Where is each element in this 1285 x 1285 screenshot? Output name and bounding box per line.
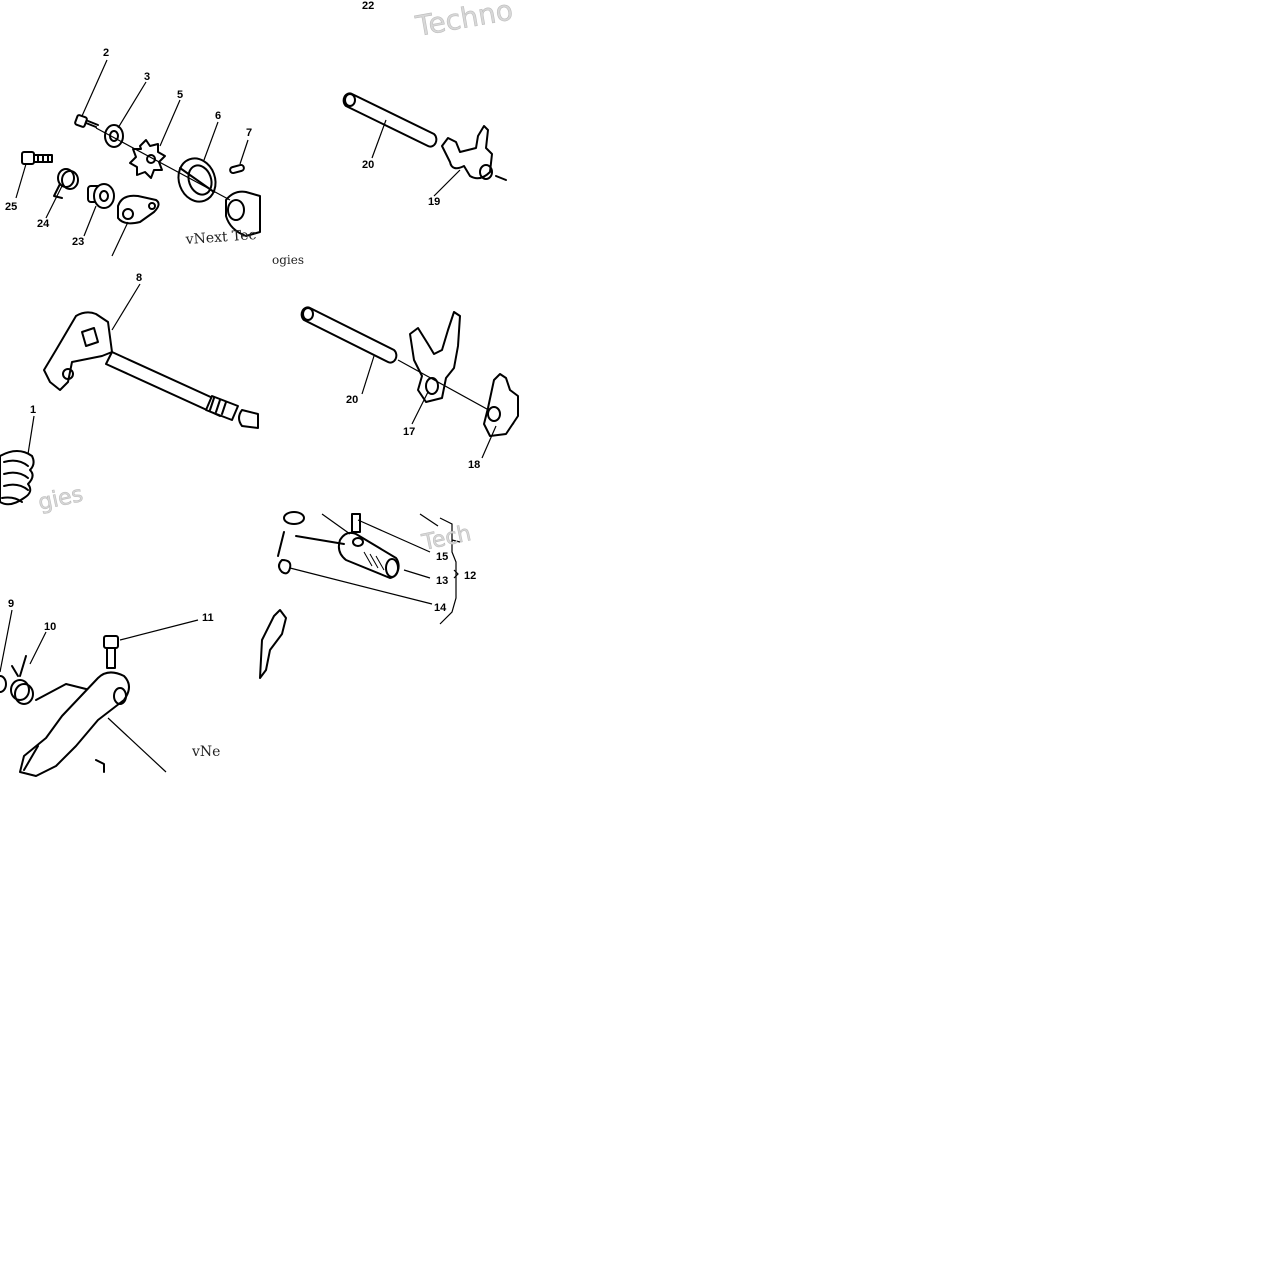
- part-shift-lever: [19, 671, 130, 777]
- part-shift-fork-17: [409, 311, 461, 403]
- part-bushing-13: [337, 531, 400, 579]
- watermark-vnext-bottom: vNe: [191, 744, 220, 760]
- callout-25: 25: [5, 201, 17, 213]
- panel-shift-shaft: [0, 283, 259, 506]
- callout-5: 5: [177, 89, 183, 101]
- callout-17: 17: [403, 426, 415, 438]
- callout-6: 6: [215, 110, 221, 122]
- callout-9: 9: [8, 598, 14, 610]
- callout-12: 12: [464, 570, 476, 582]
- callout-20-top: 20: [362, 159, 374, 171]
- part-star-plate-5: [129, 139, 166, 179]
- callout-22: 22: [362, 0, 374, 12]
- part-rubber-boot-1: [0, 450, 35, 506]
- callout-8: 8: [136, 272, 142, 284]
- part-clip-14: [278, 559, 292, 575]
- part-fork-partial-bottom: [259, 609, 287, 679]
- callout-19: 19: [428, 196, 440, 208]
- part-washer-3: [104, 124, 124, 148]
- part-shift-fork-19: [441, 125, 507, 181]
- watermark-ogies-top: ogies: [272, 253, 304, 267]
- panel-shift-drum-end: [15, 59, 261, 257]
- callout-15: 15: [436, 551, 448, 563]
- callout-10: 10: [44, 621, 56, 633]
- part-shift-fork-18: [483, 373, 519, 437]
- part-guide-bar-20-middle: [300, 306, 398, 364]
- watermark-vnext-top: vNext Tec: [184, 227, 257, 248]
- callout-14: 14: [434, 602, 447, 614]
- part-screw-2: [74, 114, 99, 128]
- panel-forks-17-18: [300, 306, 519, 459]
- callout-24: 24: [37, 218, 50, 230]
- watermark-techno: Techno: [413, 0, 516, 43]
- callout-23: 23: [72, 236, 84, 248]
- callout-13: 13: [436, 575, 448, 587]
- part-pin-7: [229, 163, 245, 175]
- part-guide-bar-20-top: [342, 92, 438, 148]
- panel-assembly-12: [259, 511, 461, 679]
- callout-18: 18: [468, 459, 480, 471]
- callout-2: 2: [103, 47, 109, 59]
- part-bolt-25: [21, 151, 53, 165]
- part-bearing-6: [177, 157, 217, 203]
- panel-fork-19: [342, 92, 507, 197]
- part-collar-shaft-end: [238, 409, 259, 429]
- part-shift-shaft-8: [43, 311, 239, 421]
- part-lever-plate: [117, 194, 160, 225]
- callout-7: 7: [246, 127, 252, 139]
- part-spring-24: [53, 168, 79, 199]
- callout-1: 1: [30, 404, 36, 416]
- part-spring-10: [10, 655, 34, 705]
- part-bolt-11: [103, 635, 119, 669]
- watermark-gies-middle: gies: [36, 482, 85, 516]
- part-spring-9: [0, 675, 7, 693]
- part-nut-top: [283, 511, 305, 525]
- panel-shift-lever: [0, 609, 199, 777]
- callout-11: 11: [202, 612, 214, 624]
- part-pin-15: [351, 513, 361, 533]
- callout-20-middle: 20: [346, 394, 358, 406]
- callout-3: 3: [144, 71, 150, 83]
- part-collar-23: [87, 183, 115, 209]
- part-shift-drum-end: [225, 190, 261, 237]
